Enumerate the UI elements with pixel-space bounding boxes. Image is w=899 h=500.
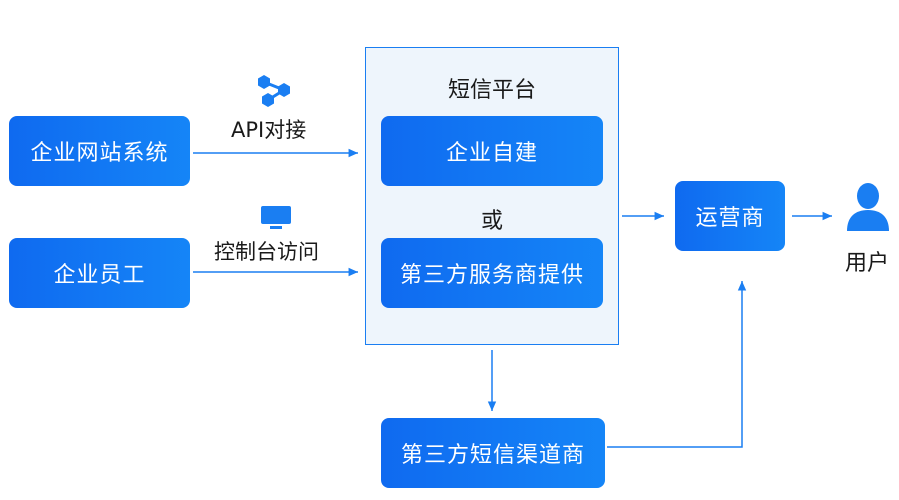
operator-node: 运营商 [675,181,785,251]
self-built-node: 企业自建 [381,116,603,186]
platform-title: 短信平台 [447,78,536,103]
or-label: 或 [480,209,503,234]
enterprise-website-label: 企业网站系统 [30,141,169,166]
channel-to-operator-arrow [607,281,747,448]
enterprise-staff-label: 企业员工 [53,263,146,288]
user-label: 用户 [845,251,890,276]
api-label: API对接 [231,118,307,142]
third-party-provider-node: 第三方服务商提供 [381,238,603,308]
enterprise-website-node: 企业网站系统 [9,116,190,186]
third-party-channel-label: 第三方短信渠道商 [400,443,585,468]
person-icon [847,183,889,231]
monitor-icon [261,206,291,229]
third-party-channel-node: 第三方短信渠道商 [381,418,605,488]
operator-label: 运营商 [695,206,765,231]
third-party-provider-label: 第三方服务商提供 [399,263,584,288]
enterprise-staff-node: 企业员工 [9,238,190,308]
self-built-label: 企业自建 [445,141,538,166]
share-nodes-icon [258,75,290,107]
console-label: 控制台访问 [214,240,319,264]
